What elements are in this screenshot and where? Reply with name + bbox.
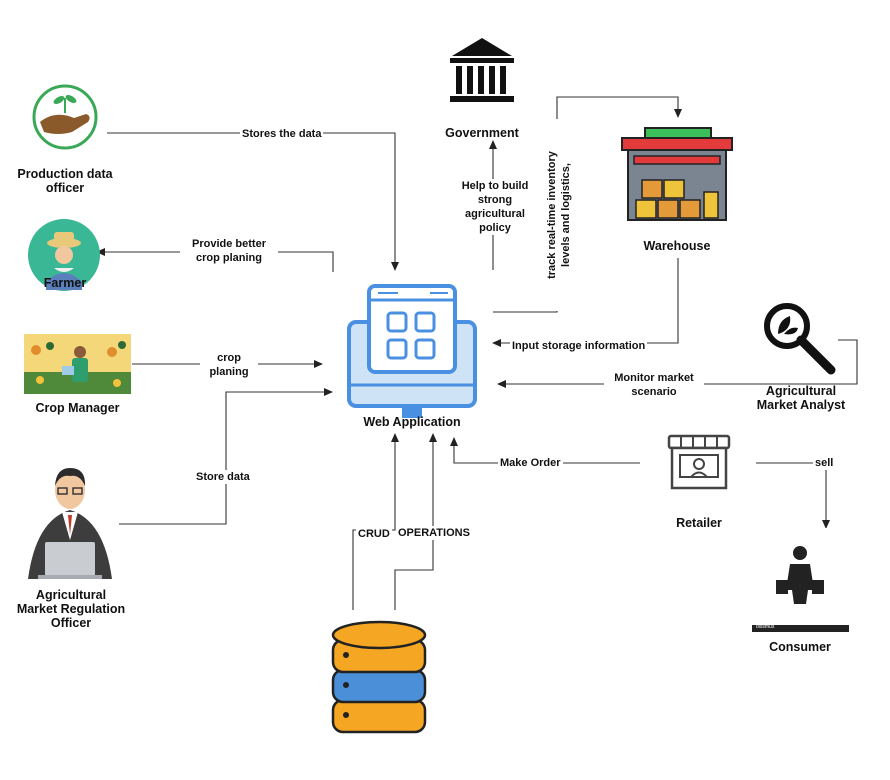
edge-label-stores-the-data: Stores the data <box>240 127 324 141</box>
consumer-shopping-icon <box>752 528 849 632</box>
retail-shop-icon <box>667 434 731 490</box>
crop-field-illustration <box>24 334 131 394</box>
node-market-regulation-officer: Agricultural Market Regulation Officer <box>16 588 126 630</box>
database-icon <box>331 620 427 734</box>
consumer-logo-text: dissmus <box>756 624 775 630</box>
edge-retailer-to-consumer <box>756 462 830 529</box>
edge-warehouse-to-webapp <box>492 258 679 347</box>
edge-webapp-to-farmer <box>96 248 334 272</box>
node-web-application: Web Application <box>363 415 461 429</box>
edge-label-make-order: Make Order <box>498 456 563 470</box>
edge-label-sell: sell <box>813 456 836 470</box>
edge-db-crud <box>352 433 399 610</box>
edge-label-store-data: Store data <box>194 470 252 484</box>
node-crop-manager: Crop Manager <box>35 401 120 415</box>
government-building-icon <box>450 38 514 102</box>
node-market-analyst: Agricultural Market Analyst <box>756 384 846 412</box>
edge-label-input-storage: Input storage information <box>510 339 648 353</box>
magnifier-leaf-icon <box>764 302 838 375</box>
web-application-monitor-icon <box>347 284 477 418</box>
node-consumer: Consumer <box>769 640 831 654</box>
edge-label-help-build-policy: Help to build strong agricultural policy <box>444 179 546 235</box>
edge-label-monitor-market: Monitor market scenario <box>604 371 704 399</box>
handshake-plant-icon <box>32 84 98 150</box>
edge-label-operations: OPERATIONS <box>396 526 472 540</box>
node-warehouse: Warehouse <box>643 239 711 253</box>
edge-production-to-webapp <box>107 132 399 271</box>
node-farmer: Farmer <box>43 276 87 290</box>
edge-retailer-to-webapp <box>450 437 640 464</box>
warehouse-icon <box>621 127 733 221</box>
officer-with-laptop-icon <box>22 466 119 579</box>
edge-label-crud: CRUD <box>356 527 392 541</box>
edge-webapp-to-warehouse <box>493 96 682 313</box>
edge-regulation-to-webapp <box>118 388 333 525</box>
edge-label-provide-better: Provide better crop planing <box>180 237 278 265</box>
edge-label-crop-planing: crop planing <box>200 351 258 379</box>
edge-db-operations <box>394 433 437 610</box>
node-retailer: Retailer <box>676 516 722 530</box>
node-production-officer: Production data officer <box>17 167 113 195</box>
edge-label-track-inventory: track real-time inventory levels and log… <box>545 119 573 311</box>
farmer-icon <box>28 219 100 291</box>
node-government: Government <box>445 126 519 140</box>
